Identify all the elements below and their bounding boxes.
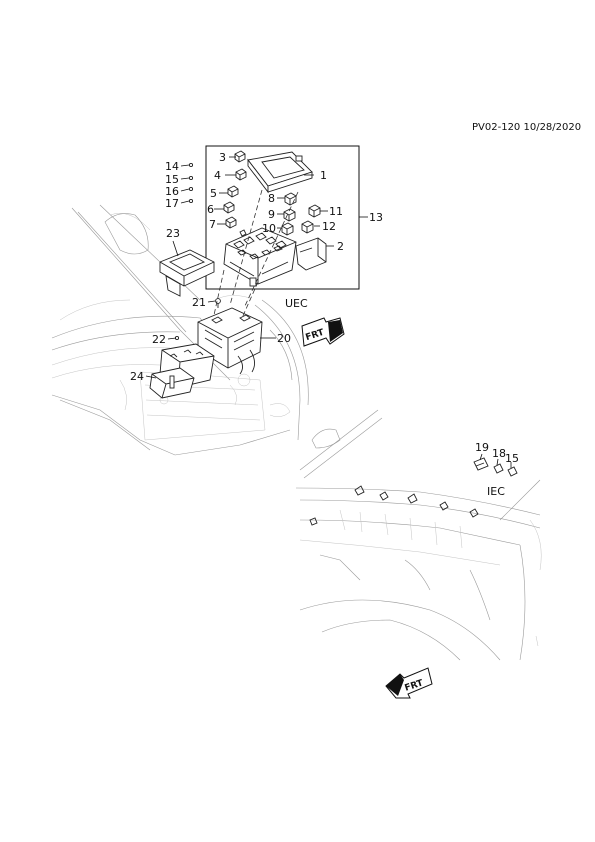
callout-3[interactable]: 3 [219,151,226,164]
callout-19[interactable]: 19 [475,441,489,454]
callout-15-iec[interactable]: 15 [505,452,519,465]
part-8-relay[interactable] [284,192,297,206]
diagram-code: PV02-120 10/28/2020 [472,122,582,133]
callout-6[interactable]: 6 [207,203,214,216]
callout-1[interactable]: 1 [320,169,327,182]
leader-lines [145,156,512,468]
callout-24[interactable]: 24 [130,370,144,383]
fuse-box-inset-frame [205,145,360,290]
callout-23[interactable]: 23 [166,227,180,240]
part-2-side-cover[interactable] [295,237,327,271]
part-3-fuse[interactable] [234,150,246,163]
zone-label-iec: IEC [487,485,505,498]
installation-lines [213,189,299,319]
callout-numbers: 1 2 3 4 5 6 7 8 9 10 11 12 13 14 15 16 1… [130,151,519,465]
callout-20[interactable]: 20 [277,332,291,345]
part-10-relay[interactable] [281,222,294,236]
instrument-panel-outline [295,409,542,661]
callout-10[interactable]: 10 [262,222,276,235]
part-5-fuse[interactable] [227,185,239,198]
callout-8[interactable]: 8 [268,192,275,205]
part-4-fuse[interactable] [235,168,247,181]
front-arrow-lower[interactable]: FRT [385,667,433,699]
callout-21[interactable]: 21 [192,296,206,309]
callout-18[interactable]: 18 [492,447,506,460]
part-19-connector[interactable] [473,457,489,471]
part-7-fuse[interactable] [225,216,237,229]
part-12-relay[interactable] [301,220,314,234]
callout-5[interactable]: 5 [210,187,217,200]
part-18-connector[interactable] [493,463,504,474]
front-arrow-upper[interactable]: FRT [301,317,345,347]
callout-22[interactable]: 22 [152,333,166,346]
callout-11[interactable]: 11 [329,205,343,218]
callout-9[interactable]: 9 [268,208,275,221]
part-1-cover[interactable] [247,151,313,194]
part-16-clip[interactable] [188,186,194,192]
callout-13[interactable]: 13 [369,211,383,224]
part-23-battery-cover[interactable] [159,249,215,297]
part-11-relay[interactable] [308,204,321,218]
callout-14[interactable]: 14 [165,160,179,173]
part-14-clip[interactable] [188,162,194,168]
part-24-terminal-block[interactable] [149,367,195,399]
zone-label-uec: UEC [285,297,308,310]
callout-7[interactable]: 7 [209,218,216,231]
part-6-fuse[interactable] [223,201,235,214]
part-15-iec-connector[interactable] [507,466,518,477]
engine-bay-outline [51,204,309,456]
callout-4[interactable]: 4 [214,169,221,182]
part-9-relay[interactable] [283,208,296,222]
callout-2[interactable]: 2 [337,240,344,253]
callout-17[interactable]: 17 [165,197,179,210]
callout-12[interactable]: 12 [322,220,336,233]
part-15-clip[interactable] [188,175,194,181]
part-17-clip[interactable] [188,198,194,204]
callout-15-uec[interactable]: 15 [165,173,179,186]
callout-16[interactable]: 16 [165,185,179,198]
fuse-box-body[interactable] [223,227,297,287]
